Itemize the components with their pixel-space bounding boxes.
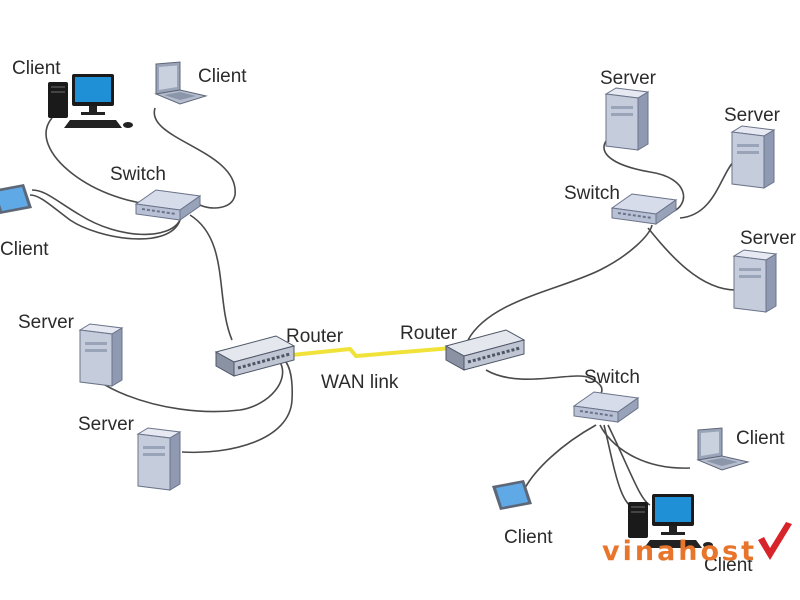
label-switch: Switch: [110, 164, 166, 185]
cable: [647, 227, 737, 291]
desktop-computer-icon: [48, 74, 133, 128]
watermark-logo: vinahost: [602, 536, 757, 567]
cable: [607, 424, 651, 506]
switch-icon: [611, 193, 677, 225]
cable: [189, 214, 233, 341]
label-client: Client: [0, 239, 49, 260]
server-tower-icon: [137, 427, 181, 491]
label-server: Server: [78, 414, 135, 435]
tablet-icon: [492, 480, 532, 510]
server-tower-icon: [733, 249, 777, 313]
label-router: Router: [286, 326, 344, 347]
cable: [603, 131, 685, 213]
cable: [599, 424, 691, 469]
cable: [485, 369, 603, 396]
label-switch: Switch: [584, 367, 640, 388]
server-tower-icon: [79, 323, 123, 387]
label-wan-link: WAN link: [321, 372, 399, 393]
label-client: Client: [736, 428, 785, 449]
cable: [31, 189, 181, 236]
cable: [679, 159, 736, 219]
cable: [181, 361, 293, 454]
label-client: Client: [12, 58, 61, 79]
cable: [153, 107, 236, 209]
switch-icon: [573, 391, 639, 423]
label-server: Server: [724, 105, 781, 126]
server-tower-icon: [731, 125, 775, 189]
cable: [29, 194, 181, 240]
label-client: Client: [198, 66, 247, 87]
label-server: Server: [600, 68, 657, 89]
wan-link-line: [291, 346, 453, 359]
label-switch: Switch: [564, 183, 620, 204]
label-client: Client: [504, 527, 553, 548]
label-server: Server: [18, 312, 75, 333]
label-router: Router: [400, 323, 458, 344]
router-icon: [444, 328, 526, 372]
checkmark-icon: [758, 522, 792, 560]
cable: [524, 424, 597, 489]
cable: [467, 224, 653, 341]
tablet-icon: [0, 184, 32, 214]
label-server: Server: [740, 228, 797, 249]
cable: [45, 117, 166, 206]
label-client: Client: [704, 555, 753, 576]
server-tower-icon: [605, 87, 649, 151]
